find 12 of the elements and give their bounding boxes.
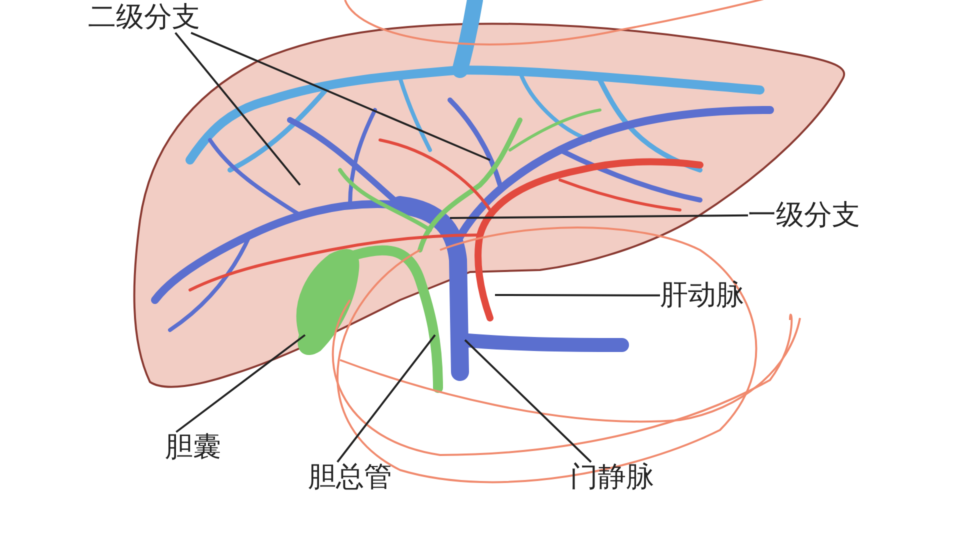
leader-line	[450, 214, 748, 219]
part-label: 胆总管	[308, 462, 392, 493]
leader-line	[190, 32, 490, 161]
part-label: 胆囊	[165, 432, 221, 463]
leader-line	[464, 339, 592, 463]
part-label: 二级分支	[88, 2, 200, 33]
leader-line	[336, 334, 436, 463]
part-label: 一级分支	[748, 200, 860, 231]
leader-line	[495, 294, 660, 296]
leader-line	[176, 334, 306, 433]
part-label: 肝动脉	[660, 280, 744, 311]
leader-line	[174, 32, 301, 186]
